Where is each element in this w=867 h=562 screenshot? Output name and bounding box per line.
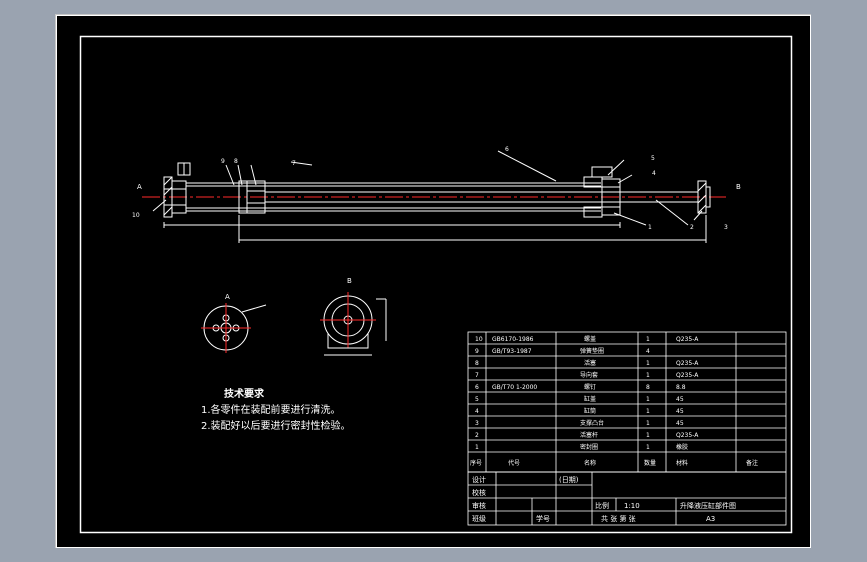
tb-drawing-title: 升降液压缸部件图: [680, 501, 736, 510]
tb-scale-value: 1:10: [624, 502, 640, 510]
svg-text:GB6170-1986: GB6170-1986: [492, 336, 534, 343]
svg-text:45: 45: [676, 408, 684, 415]
oil-port-right: [591, 166, 613, 178]
svg-text:螺盖: 螺盖: [584, 335, 596, 343]
svg-text:密封圈: 密封圈: [580, 443, 598, 451]
svg-text:活塞杆: 活塞杆: [580, 431, 598, 439]
svg-text:3: 3: [475, 420, 479, 427]
bom-header-std: 代号: [508, 459, 520, 467]
bom-header-no: 序号: [470, 459, 482, 467]
title-block-text: 设计 校核 审核 班级 (日期) 学号 比例 1:10 升降液压缸部件图 共 张…: [472, 475, 736, 523]
svg-text:活塞: 活塞: [584, 359, 596, 367]
svg-text:2: 2: [475, 432, 479, 439]
section-label-a: A: [137, 183, 142, 191]
svg-text:7: 7: [475, 372, 479, 379]
bom-header-qty: 数量: [644, 459, 656, 467]
svg-text:Q235-A: Q235-A: [676, 432, 699, 439]
tb-sheets: 共 张 第 张: [601, 514, 636, 523]
svg-text:6: 6: [475, 384, 479, 391]
svg-text:1: 1: [646, 396, 650, 403]
tb-review: 审核: [472, 501, 486, 510]
svg-text:支撑凸台: 支撑凸台: [580, 419, 604, 427]
end-block-left: [171, 180, 187, 214]
svg-text:1: 1: [646, 432, 650, 439]
svg-text:9: 9: [475, 348, 479, 355]
view-b: [320, 292, 387, 356]
svg-text:5: 5: [475, 396, 479, 403]
balloon-2: 2: [690, 224, 694, 231]
svg-text:1: 1: [646, 408, 650, 415]
tb-student-no: 学号: [536, 514, 550, 523]
svg-text:8.8: 8.8: [676, 384, 686, 391]
notes-line-2: 2.装配好以后要进行密封性检验。: [201, 419, 351, 432]
bom-header-note: 备注: [746, 459, 758, 467]
svg-text:弹簧垫圈: 弹簧垫圈: [580, 347, 604, 355]
balloon-5: 5: [651, 155, 655, 162]
balloon-3: 3: [724, 224, 728, 231]
drawing-viewport[interactable]: A B 10 9 8 7 6 5 4 3 2 1 A B 技术要求: [55, 14, 811, 548]
svg-text:45: 45: [676, 396, 684, 403]
svg-text:Q235-A: Q235-A: [676, 372, 699, 379]
svg-text:8: 8: [475, 360, 479, 367]
svg-text:10: 10: [475, 336, 483, 343]
balloon-9: 9: [221, 158, 225, 165]
svg-text:1: 1: [646, 420, 650, 427]
notes-title: 技术要求: [224, 387, 265, 400]
svg-text:Q235-A: Q235-A: [676, 336, 699, 343]
balloon-6: 6: [505, 146, 509, 153]
tb-class: 班级: [472, 514, 486, 523]
notes-line-1: 1.各零件在装配前要进行清洗。: [201, 403, 341, 416]
svg-text:GB/T70 1-2000: GB/T70 1-2000: [492, 384, 537, 391]
view-a-label: A: [225, 293, 230, 301]
svg-text:8: 8: [646, 384, 650, 391]
outer-frame: [56, 15, 811, 548]
svg-text:导向套: 导向套: [580, 371, 598, 379]
bom-header-name: 名称: [584, 459, 596, 467]
inner-frame: [79, 35, 793, 534]
svg-text:螺钉: 螺钉: [584, 383, 596, 391]
tb-design: 设计: [472, 475, 486, 484]
tb-check: 校核: [472, 488, 486, 497]
main-view: [142, 150, 726, 243]
balloon-7: 7: [292, 160, 296, 167]
balloon-1: 1: [648, 224, 652, 231]
svg-text:Q235-A: Q235-A: [676, 360, 699, 367]
tb-sheet-code: A3: [706, 515, 715, 523]
svg-text:缸盖: 缸盖: [584, 395, 596, 403]
balloon-labels: A B 10 9 8 7 6 5 4 3 2 1: [132, 146, 741, 231]
balloon-10: 10: [132, 212, 140, 219]
svg-text:4: 4: [475, 408, 479, 415]
cad-drawing: A B 10 9 8 7 6 5 4 3 2 1 A B 技术要求: [56, 15, 811, 548]
balloon-4: 4: [652, 170, 656, 177]
bom-rows: 10 GB6170-1986 螺盖 1 Q235-A 9 GB/T93-1987…: [470, 335, 758, 467]
svg-text:GB/T93-1987: GB/T93-1987: [492, 348, 532, 355]
view-b-label: B: [347, 277, 352, 285]
title-block: [467, 471, 787, 526]
guide-sleeve: [246, 180, 266, 214]
bom-header-material: 材料: [676, 459, 688, 467]
tb-scale-label: 比例: [595, 501, 609, 510]
balloon-8: 8: [234, 158, 238, 165]
section-label-b: B: [736, 183, 741, 191]
svg-text:1: 1: [646, 336, 650, 343]
svg-text:橡胶: 橡胶: [676, 443, 688, 451]
view-a: [201, 303, 267, 353]
svg-text:4: 4: [646, 348, 650, 355]
svg-text:1: 1: [646, 360, 650, 367]
tb-date: (日期): [559, 476, 579, 484]
svg-text:45: 45: [676, 420, 684, 427]
svg-text:缸筒: 缸筒: [584, 407, 596, 415]
svg-text:1: 1: [646, 444, 650, 451]
cylinder-cover: [601, 178, 621, 216]
svg-text:1: 1: [646, 372, 650, 379]
svg-text:1: 1: [475, 444, 479, 451]
